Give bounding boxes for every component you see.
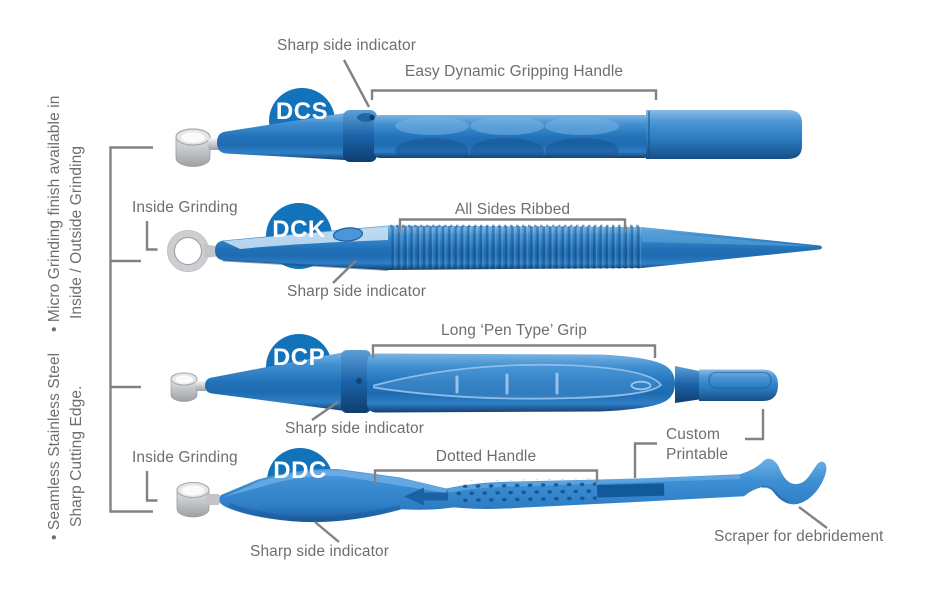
label-custom-printable-line1: Custom <box>666 426 721 443</box>
label-easy-dynamic-gripping-handle: Easy Dynamic Gripping Handle <box>404 63 624 80</box>
badge-label-dcs: DCS <box>275 98 329 125</box>
label-sharp-side-indicator-dcs: Sharp side indicator <box>277 37 416 54</box>
tail-highlight-dck <box>642 231 816 247</box>
bracket-easy-dynamic <box>370 89 658 100</box>
curette-tip-ring-ddc <box>176 481 220 518</box>
connector-sharp-indicator-dcp <box>311 401 339 421</box>
connector-scraper <box>798 506 828 529</box>
label-sharp-side-indicator-dck: Sharp side indicator <box>287 283 426 300</box>
label-scraper-for-debridement: Scraper for debridement <box>714 528 884 545</box>
side-note-line: • Seamless Stainless Steel <box>46 352 63 540</box>
connector-sharp-indicator-ddc <box>314 521 340 543</box>
shaft-dcs <box>217 113 345 160</box>
grip-waves-dcs <box>395 117 619 158</box>
printable-window-ddc <box>597 483 665 498</box>
end-cap-dcs <box>646 110 802 159</box>
label-long-pen-type-grip: Long ‘Pen Type’ Grip <box>441 322 587 339</box>
badge-label-dcp: DCP <box>272 344 326 371</box>
instrument-dcp <box>170 350 778 413</box>
pen-grip-leaf-dcp <box>373 363 663 400</box>
label-custom-printable-line2: Printable <box>666 446 729 463</box>
badge-label-ddc: DDC <box>273 457 327 484</box>
side-note-stainless-steel: • Seamless Stainless Steel Sharp Cutting… <box>44 340 88 540</box>
sharp-side-indicator-dot-dcp <box>356 378 362 384</box>
curette-tip-ring-dck <box>167 230 221 272</box>
bracket-all-sides-ribbed <box>398 218 627 232</box>
label-custom-printable: Custom Printable <box>666 425 728 465</box>
ribbed-section-dck <box>390 226 642 269</box>
annotation-lines <box>109 59 828 543</box>
label-sharp-side-indicator-dcp: Sharp side indicator <box>285 420 424 437</box>
side-note-line: Inside / Outside Grinding <box>68 145 85 319</box>
label-inside-grinding-ddc: Inside Grinding <box>132 449 238 466</box>
instrument-dck <box>167 224 822 272</box>
dotted-grip-ddc <box>455 478 597 505</box>
collar-dcp <box>341 350 371 413</box>
blade-under-shadow-ddc <box>228 503 400 522</box>
connector-inside-grinding-ddc <box>145 471 158 502</box>
end-cap-dcp <box>699 369 778 401</box>
connector-custom-printable-dcp <box>745 409 765 441</box>
label-sharp-side-indicator-ddc: Sharp side indicator <box>250 543 389 560</box>
badge-label-dck: DCK <box>272 216 326 243</box>
shaft-dcp <box>205 352 345 411</box>
bracket-long-pen-grip <box>371 344 657 358</box>
instrument-dcs <box>175 110 802 167</box>
bracket-dotted-handle <box>373 469 599 483</box>
direction-arrow-ddc <box>404 487 448 506</box>
curette-tip-ring-dcs <box>175 128 224 167</box>
connector-custom-printable-ddc <box>633 442 657 478</box>
instrument-ddc <box>176 458 827 523</box>
connector-sharp-indicator-dcs <box>342 59 371 108</box>
blade-top-highlight-ddc <box>224 470 446 497</box>
printable-slot-dcp <box>708 371 772 389</box>
label-all-sides-ribbed: All Sides Ribbed <box>454 201 571 218</box>
scraper-shading-ddc <box>761 485 789 503</box>
sharp-side-indicator-bump-dcs <box>357 113 375 122</box>
label-inside-grinding-dck: Inside Grinding <box>132 199 238 216</box>
neck-dcp <box>675 366 699 403</box>
label-dotted-handle: Dotted Handle <box>435 448 537 465</box>
side-note-line: Sharp Cutting Edge. <box>68 385 85 528</box>
curette-tip-ring-dcp <box>170 372 207 402</box>
side-note-micro-grinding: • Micro Grinding finish available in Ins… <box>44 52 88 332</box>
side-note-line: • Micro Grinding finish available in <box>46 95 63 332</box>
sharp-side-indicator-tab-dck <box>332 227 364 242</box>
connector-inside-grinding-dck <box>145 221 158 251</box>
connector-sharp-indicator-dck <box>332 259 357 284</box>
bracket-left-main <box>109 146 153 513</box>
grip-ticks-dcp <box>455 372 559 395</box>
collar-dcs <box>343 110 377 162</box>
